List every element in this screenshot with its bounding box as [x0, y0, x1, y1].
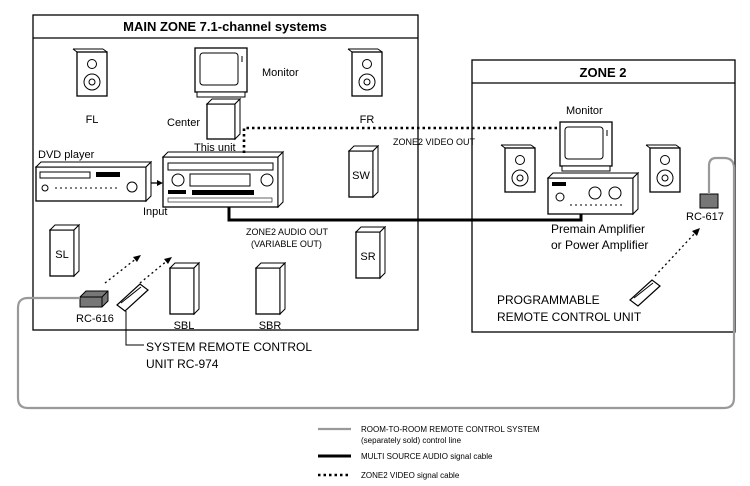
legend-room-label-2: (separately sold) control line — [361, 436, 462, 445]
main-monitor-label: Monitor — [262, 67, 299, 79]
zone2-audio-cable — [227, 207, 583, 222]
ir-signal-1 — [104, 257, 138, 284]
ir-signal-zone2 — [654, 231, 697, 277]
rc617-sensor — [699, 193, 719, 209]
legend-room-label-1: ROOM-TO-ROOM REMOTE CONTROL SYSTEM — [361, 425, 540, 434]
zone2-video-out-label: ZONE2 VIDEO OUT — [393, 137, 476, 147]
speaker-center — [205, 97, 242, 141]
speaker-fr — [347, 48, 383, 97]
rc617-label: RC-617 — [686, 211, 724, 223]
zone2-monitor-label: Monitor — [566, 105, 603, 117]
premain-label-2: or Power Amplifier — [551, 238, 648, 252]
speaker-sbr — [255, 262, 286, 315]
programmable-label-1: PROGRAMMABLE — [497, 293, 600, 307]
this-unit-label: This unit — [194, 142, 236, 154]
sl-label: SL — [55, 249, 68, 261]
zone2-audio-out-label-2: (VARIABLE OUT) — [251, 239, 322, 249]
av-receiver — [161, 150, 285, 209]
input-label: Input — [143, 206, 167, 218]
speaker-sbl — [169, 262, 200, 315]
rc616-sensor — [79, 290, 109, 308]
fr-label: FR — [360, 114, 375, 126]
premain-label-1: Premain Amplifier — [551, 222, 645, 236]
system-remote-rc974 — [116, 283, 149, 312]
fl-label: FL — [86, 114, 99, 126]
zone2-speaker-left — [500, 144, 536, 193]
sr-label: SR — [360, 251, 375, 263]
dvd-player — [34, 160, 153, 203]
sw-label: SW — [352, 170, 370, 182]
system-remote-label-1: SYSTEM REMOTE CONTROL — [146, 340, 312, 354]
zone2-audio-out-label-1: ZONE2 AUDIO OUT — [246, 227, 329, 237]
main-monitor — [194, 47, 248, 98]
zone2-title: ZONE 2 — [580, 65, 627, 80]
legend-video-label: ZONE2 VIDEO signal cable — [361, 471, 460, 480]
ir-signal-2 — [139, 259, 169, 284]
rc616-label: RC-616 — [76, 313, 114, 325]
programmable-label-2: REMOTE CONTROL UNIT — [497, 310, 642, 324]
speaker-fl — [72, 48, 108, 97]
dvd-label: DVD player — [38, 149, 95, 161]
sbr-label: SBR — [259, 320, 282, 332]
premain-amplifier — [546, 171, 640, 216]
center-label: Center — [167, 117, 200, 129]
legend: ROOM-TO-ROOM REMOTE CONTROL SYSTEM (sepa… — [318, 425, 540, 480]
zone2-speaker-right — [645, 144, 681, 193]
zone2-monitor — [559, 121, 613, 172]
system-remote-label-2: UNIT RC-974 — [146, 357, 219, 371]
programmable-remote — [629, 279, 661, 307]
room-to-room-control-line — [16, 156, 736, 410]
main-zone-box — [32, 14, 419, 331]
legend-audio-label: MULTI SOURCE AUDIO signal cable — [361, 452, 493, 461]
main-zone-title: MAIN ZONE 7.1-channel systems — [123, 19, 327, 34]
sbl-label: SBL — [174, 320, 195, 332]
